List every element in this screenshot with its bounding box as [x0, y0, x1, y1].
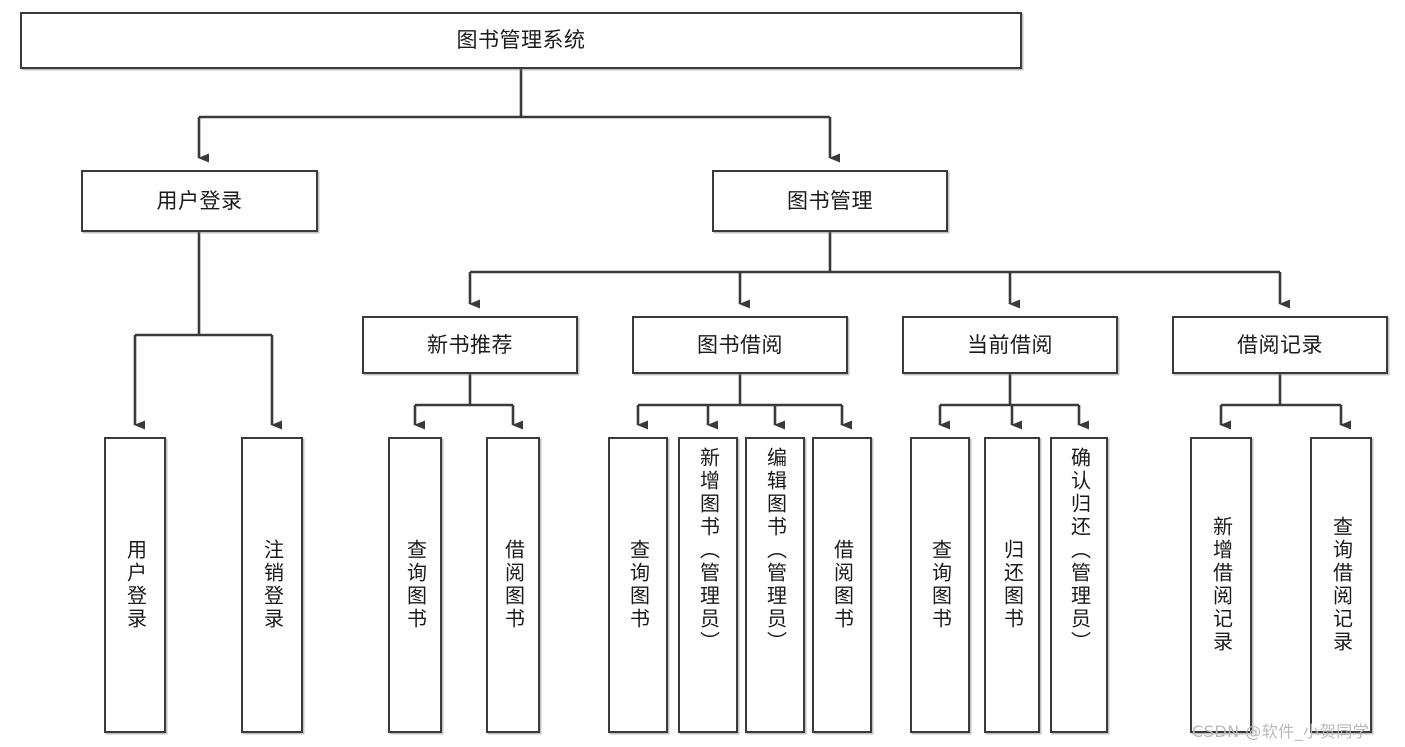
- node-book-manage[interactable]: 图书管理: [712, 170, 948, 232]
- node-label: 图书管理: [787, 188, 873, 213]
- node-label: 查询图书: [403, 539, 428, 631]
- node-label: 图书管理系统: [456, 28, 586, 53]
- node-leaf-borrow-book-2[interactable]: 借阅图书: [812, 437, 872, 733]
- node-label: 编辑图书（管理员）: [763, 447, 788, 654]
- node-label: 查询图书: [626, 539, 651, 631]
- node-leaf-return-book[interactable]: 归还图书: [984, 437, 1040, 733]
- node-leaf-borrow-book-1[interactable]: 借阅图书: [486, 437, 540, 733]
- node-root-system[interactable]: 图书管理系统: [20, 12, 1022, 69]
- node-label: 借阅图书: [830, 539, 855, 631]
- node-leaf-query-book-3[interactable]: 查询图书: [910, 437, 970, 733]
- node-leaf-confirm-return-admin[interactable]: 确认归还（管理员）: [1050, 437, 1108, 733]
- node-leaf-user-login[interactable]: 用户登录: [104, 437, 166, 733]
- node-book-borrow[interactable]: 图书借阅: [632, 316, 848, 374]
- node-label: 借阅图书: [501, 539, 526, 631]
- node-leaf-query-book-1[interactable]: 查询图书: [388, 437, 442, 733]
- node-leaf-edit-book-admin[interactable]: 编辑图书（管理员）: [745, 437, 805, 733]
- node-leaf-add-borrow-record[interactable]: 新增借阅记录: [1190, 437, 1252, 733]
- node-label: 用户登录: [156, 188, 243, 213]
- node-leaf-add-book-admin[interactable]: 新增图书（管理员）: [678, 437, 738, 733]
- node-leaf-query-book-2[interactable]: 查询图书: [608, 437, 668, 733]
- node-label: 确认归还（管理员）: [1067, 447, 1092, 654]
- node-label: 新书推荐: [427, 332, 513, 357]
- node-label: 新增借阅记录: [1209, 516, 1234, 654]
- node-label: 用户登录: [123, 539, 148, 631]
- node-label: 当前借阅: [967, 332, 1053, 357]
- node-label: 查询图书: [928, 539, 953, 631]
- node-label: 图书借阅: [697, 332, 783, 357]
- node-leaf-logout-login[interactable]: 注销登录: [241, 437, 303, 733]
- node-label: 新增图书（管理员）: [696, 447, 721, 654]
- node-new-book-recommend[interactable]: 新书推荐: [362, 316, 578, 374]
- node-borrow-record[interactable]: 借阅记录: [1172, 316, 1388, 374]
- node-label: 借阅记录: [1237, 332, 1323, 357]
- csdn-watermark: CSDN @软件_小贺同学: [1192, 722, 1370, 741]
- node-current-borrow[interactable]: 当前借阅: [902, 316, 1118, 374]
- node-label: 归还图书: [1000, 539, 1025, 631]
- node-user-login[interactable]: 用户登录: [81, 170, 318, 232]
- node-label: 注销登录: [260, 539, 285, 631]
- node-leaf-query-borrow-record[interactable]: 查询借阅记录: [1310, 437, 1372, 733]
- node-label: 查询借阅记录: [1329, 516, 1354, 654]
